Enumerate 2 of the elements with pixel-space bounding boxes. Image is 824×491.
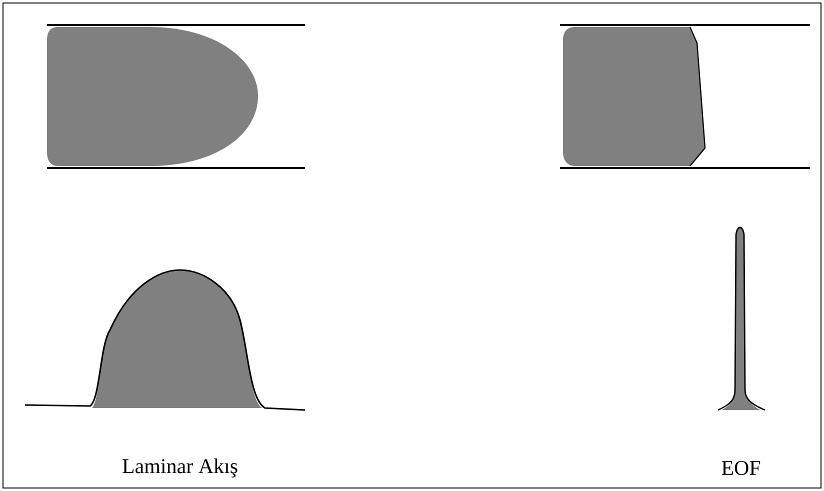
profile-label: EOF <box>722 460 760 476</box>
profile-label: Laminar Akış <box>122 458 238 478</box>
